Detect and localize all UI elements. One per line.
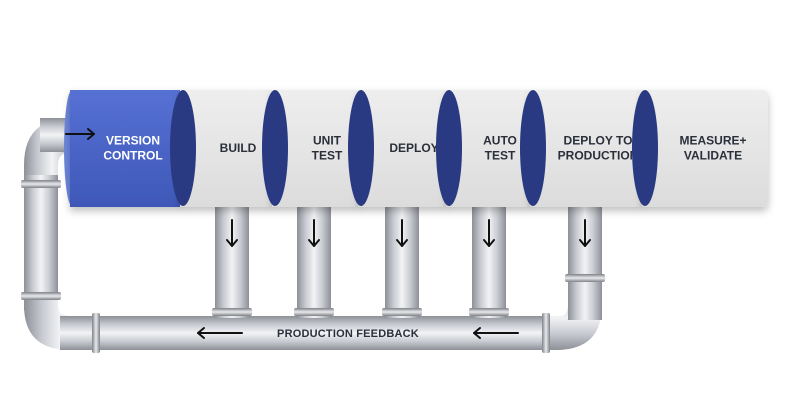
stage-box: [70, 90, 194, 207]
stage-box: [530, 90, 656, 207]
arrow-left-icon: [473, 327, 519, 339]
arrow-down-icon: [396, 219, 408, 247]
pipe-ring: [212, 308, 252, 316]
stage-build: BUILD: [180, 90, 286, 207]
stage-label-line: PRODUCTION: [558, 149, 639, 163]
stage-box: [358, 90, 460, 207]
bottom-right-elbow-inner: [568, 280, 602, 320]
arrow-right-icon: [65, 128, 95, 140]
flow-arrows: [65, 128, 591, 339]
stage-entry-cap: [348, 90, 374, 206]
stage-box: [446, 90, 544, 207]
pipe-ring: [21, 292, 61, 300]
stage-label-line: AUTO: [483, 134, 517, 148]
pipeline-stages: VERSIONCONTROLBUILDUNITTESTDEPLOYAUTOTES…: [64, 90, 768, 207]
stage-label-line: DEPLOY TO: [564, 134, 633, 148]
production-feedback-label: PRODUCTION FEEDBACK: [277, 328, 419, 340]
stage-entry-cap: [520, 90, 546, 206]
pipe-ring: [21, 180, 61, 188]
stage-measure-validate: MEASURE+VALIDATE: [642, 90, 768, 207]
stage-box: [272, 90, 372, 207]
bottom-left-elbow-inner: [60, 316, 96, 350]
stage-label-line: VERSION: [106, 134, 160, 148]
arrow-left-icon: [197, 327, 243, 339]
stage-entry-cap: [170, 90, 196, 206]
pipe-ring: [294, 308, 334, 316]
stage-label-line: BUILD: [220, 141, 257, 155]
stage-entry-cap: [632, 90, 658, 206]
stage-label-line: MEASURE+: [679, 134, 746, 148]
stage-label-line: VALIDATE: [684, 149, 742, 163]
stage-label-line: CONTROL: [103, 149, 162, 163]
pipe-ring: [469, 308, 509, 316]
stage-box: [642, 90, 768, 207]
pipe-ring: [92, 313, 100, 353]
left-riser-pipe: [24, 175, 58, 310]
stage-entry-cap: [436, 90, 462, 206]
stage-label-line: TEST: [485, 149, 516, 163]
arrow-down-icon: [308, 219, 320, 247]
stage-label-line: DEPLOY: [389, 141, 438, 155]
stage-entry-cap: [262, 90, 288, 206]
pipe-ring: [565, 274, 605, 282]
pipe-ring: [542, 313, 550, 353]
feedback-pipe-network: [21, 118, 605, 353]
pipe-ring: [382, 308, 422, 316]
arrow-down-icon: [226, 219, 238, 247]
stage-deploy: DEPLOY: [358, 90, 460, 207]
stage-label-line: TEST: [312, 149, 343, 163]
arrow-down-icon: [483, 219, 495, 247]
stage-label-line: UNIT: [313, 134, 342, 148]
arrow-down-icon: [579, 219, 591, 247]
stage-box: [180, 90, 286, 207]
